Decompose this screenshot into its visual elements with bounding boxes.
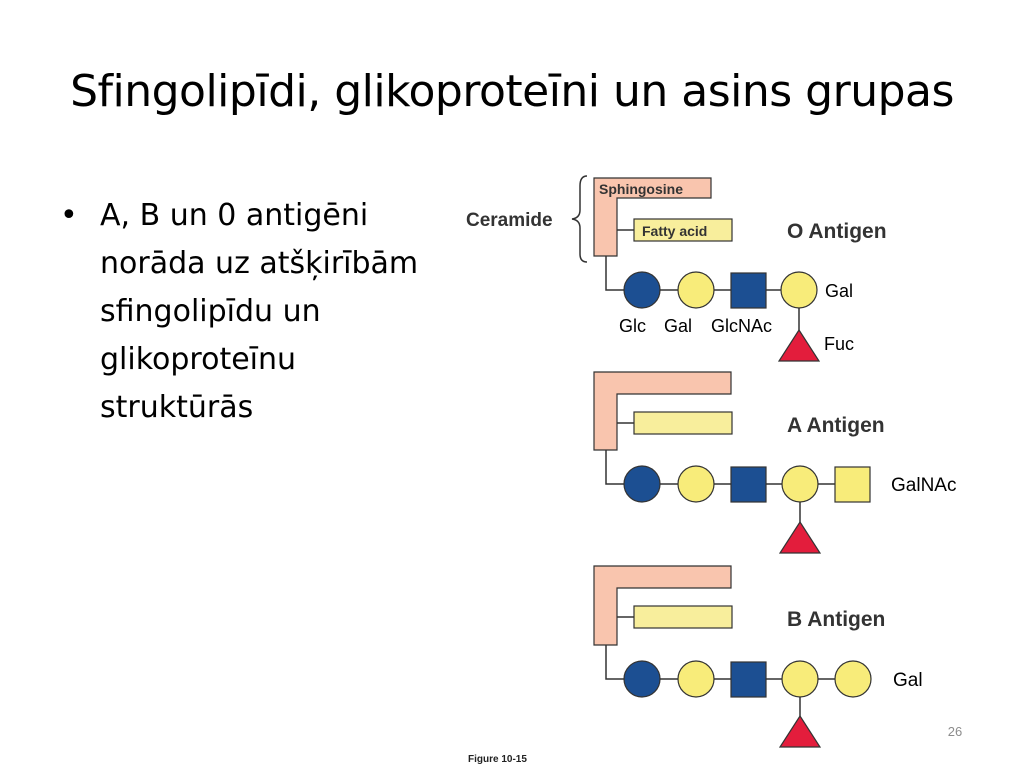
o-fuc-icon (777, 328, 821, 362)
figure-caption: Figure 10-15 (468, 754, 527, 765)
a-galnac-icon (834, 466, 871, 503)
bullet-text: A, B un 0 antigēni norāda uz atšķirībām … (100, 198, 419, 425)
ceramide-brace-icon (571, 175, 588, 263)
o-terminal-gal-icon (780, 271, 818, 309)
a-ceramide-shape (593, 371, 732, 451)
a-chain-connector (605, 450, 624, 485)
o-gal-label: Gal (664, 316, 692, 336)
a-glcnac-icon (730, 466, 767, 503)
bullet-list: • A, B un 0 antigēni norāda uz atšķirībā… (60, 192, 480, 432)
b-fatty-acid-bar (633, 605, 733, 629)
o-glcnac-label: GlcNAc (711, 316, 772, 336)
bullet-item: • A, B un 0 antigēni norāda uz atšķirībā… (60, 192, 480, 432)
b-chain-connector (605, 645, 624, 680)
o-glcnac-icon (730, 272, 767, 309)
b-gal-central-icon (781, 660, 819, 698)
b-antigen-group: B Antigen Gal (593, 565, 923, 748)
a-gal-central-icon (781, 465, 819, 503)
b-gal-label: Gal (893, 670, 923, 691)
a-fatty-acid-bar (633, 411, 733, 435)
bullet-dot-icon: • (60, 198, 78, 233)
b-antigen-title: B Antigen (787, 608, 885, 631)
slide-number: 26 (947, 724, 963, 739)
ceramide-label: Ceramide (466, 210, 553, 231)
a-galnac-label: GalNAc (891, 475, 956, 496)
b-terminal-gal-icon (834, 660, 872, 698)
o-glc-label: Glc (619, 316, 646, 336)
o-antigen-group: Ceramide Sphingosine Fatty acid O Antige… (466, 175, 887, 362)
o-ceramide-shape (593, 177, 712, 257)
b-gal-icon (677, 660, 715, 698)
o-antigen-title: O Antigen (787, 220, 887, 243)
o-chain-connector (605, 256, 624, 291)
slide-title: Sfingolipīdi, glikoproteīni un asins gru… (70, 66, 954, 117)
b-fuc-icon (778, 714, 822, 748)
b-ceramide-shape (593, 565, 732, 646)
o-terminal-gal-label: Gal (825, 281, 853, 301)
a-antigen-title: A Antigen (787, 414, 885, 437)
a-antigen-group: A Antigen GalNAc (593, 371, 956, 554)
o-glc-icon (623, 271, 661, 309)
fatty-acid-label: Fatty acid (642, 223, 707, 239)
a-fuc-icon (778, 520, 822, 554)
a-gal-icon (677, 465, 715, 503)
a-glc-icon (623, 465, 661, 503)
b-glc-icon (623, 660, 661, 698)
o-fuc-label: Fuc (824, 334, 854, 354)
o-fatty-acid-bar (633, 218, 733, 242)
b-glcnac-icon (730, 661, 767, 698)
o-gal-icon (677, 271, 715, 309)
sphingosine-label: Sphingosine (599, 181, 683, 197)
